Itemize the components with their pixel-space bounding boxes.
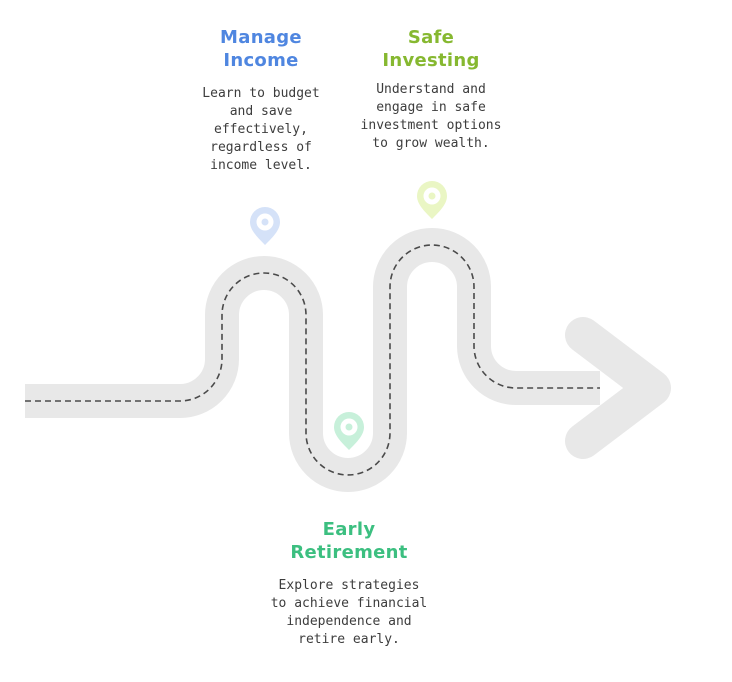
- milestone-title: Manage Income: [220, 27, 302, 71]
- road: [25, 228, 600, 492]
- map-pin-icon: [250, 207, 280, 245]
- milestone-title: Early Retirement: [290, 519, 408, 563]
- milestone-title: Safe Investing: [382, 27, 480, 71]
- map-pin-icon: [417, 181, 447, 219]
- milestone-early-retirement: Early Retirement Explore strategies to a…: [268, 518, 430, 649]
- map-pin-icon: [334, 412, 364, 450]
- milestone-description: Understand and engage in safe investment…: [360, 82, 502, 151]
- road-center-line: [25, 244, 600, 476]
- milestone-manage-income: Manage Income Learn to budget and save e…: [190, 26, 332, 175]
- milestone-description: Explore strategies to achieve financial …: [270, 578, 428, 647]
- milestone-description: Learn to budget and save effectively, re…: [202, 86, 320, 173]
- arrow-head-icon: [565, 317, 671, 459]
- milestone-safe-investing: Safe Investing Understand and engage in …: [355, 26, 507, 153]
